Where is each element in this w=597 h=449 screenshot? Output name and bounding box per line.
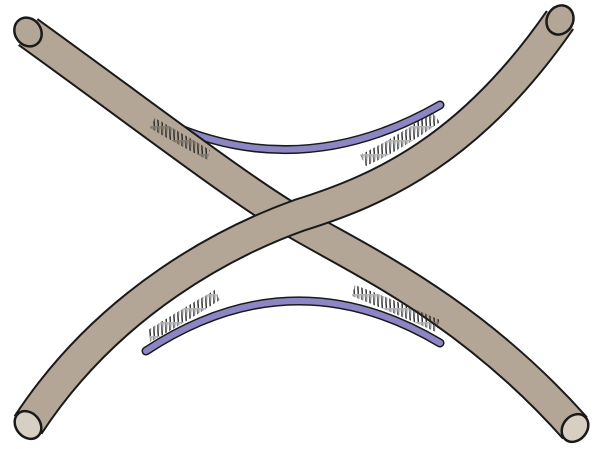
diagram-canvas — [0, 0, 597, 449]
crossed-fibers-diagram — [0, 0, 597, 449]
